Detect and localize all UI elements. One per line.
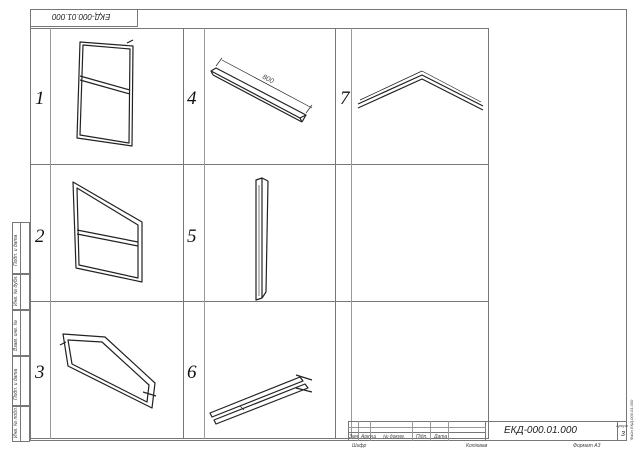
left-strip-cell <box>12 310 30 356</box>
column-label: Підп. <box>416 434 428 440</box>
top-code-box <box>30 9 138 27</box>
part-3-frame-drawing <box>59 333 157 409</box>
title-code: ЕКД-000.01.000 <box>504 425 577 436</box>
bottom-label: Шифр <box>352 443 367 449</box>
title-block-rule <box>412 421 413 441</box>
column-label: Змн. <box>349 434 360 440</box>
left-strip-cell <box>12 406 30 442</box>
column-label: № докум. <box>383 434 406 440</box>
panel-number: 5 <box>187 226 197 247</box>
bottom-label: Копіював <box>466 443 488 449</box>
title-block-left <box>348 421 486 441</box>
panel-number: 4 <box>187 88 197 109</box>
part-1-frame-drawing <box>76 39 134 147</box>
left-strip-cell <box>12 356 30 406</box>
part-2-frame-drawing <box>72 181 143 283</box>
panel-rule <box>351 28 352 439</box>
title-block-rule <box>348 432 486 433</box>
part-4-bar-drawing <box>210 57 313 123</box>
side-note: Файл ЕКД-000.01.000 <box>629 399 634 440</box>
part-6-rails-drawing <box>209 374 313 425</box>
sheet-label: Аркуш <box>616 423 629 428</box>
part-7-bent-rail-drawing <box>357 70 484 111</box>
panel-number: 6 <box>187 362 197 383</box>
panel-number: 3 <box>35 362 45 383</box>
panel-number: 1 <box>35 88 45 109</box>
part-5-post-drawing <box>255 177 269 301</box>
panel-grid <box>30 28 489 439</box>
panel-rule <box>50 28 51 439</box>
title-block-rule <box>348 427 486 428</box>
title-block-rule <box>448 421 449 441</box>
panel-number: 2 <box>35 226 45 247</box>
panel-number: 7 <box>340 88 350 109</box>
title-block-rule <box>358 421 359 441</box>
left-strip-cell <box>12 222 30 274</box>
bottom-label: Формат А3 <box>573 443 601 449</box>
sheet-number: 3 <box>621 431 625 438</box>
title-block-rule <box>370 421 371 441</box>
title-block-rule <box>430 421 431 441</box>
panel-rule <box>204 28 205 439</box>
left-strip-cell <box>12 274 30 310</box>
column-label: Дата <box>434 434 448 440</box>
column-label: Аркуш <box>361 434 377 440</box>
title-block-sheet <box>617 421 627 441</box>
